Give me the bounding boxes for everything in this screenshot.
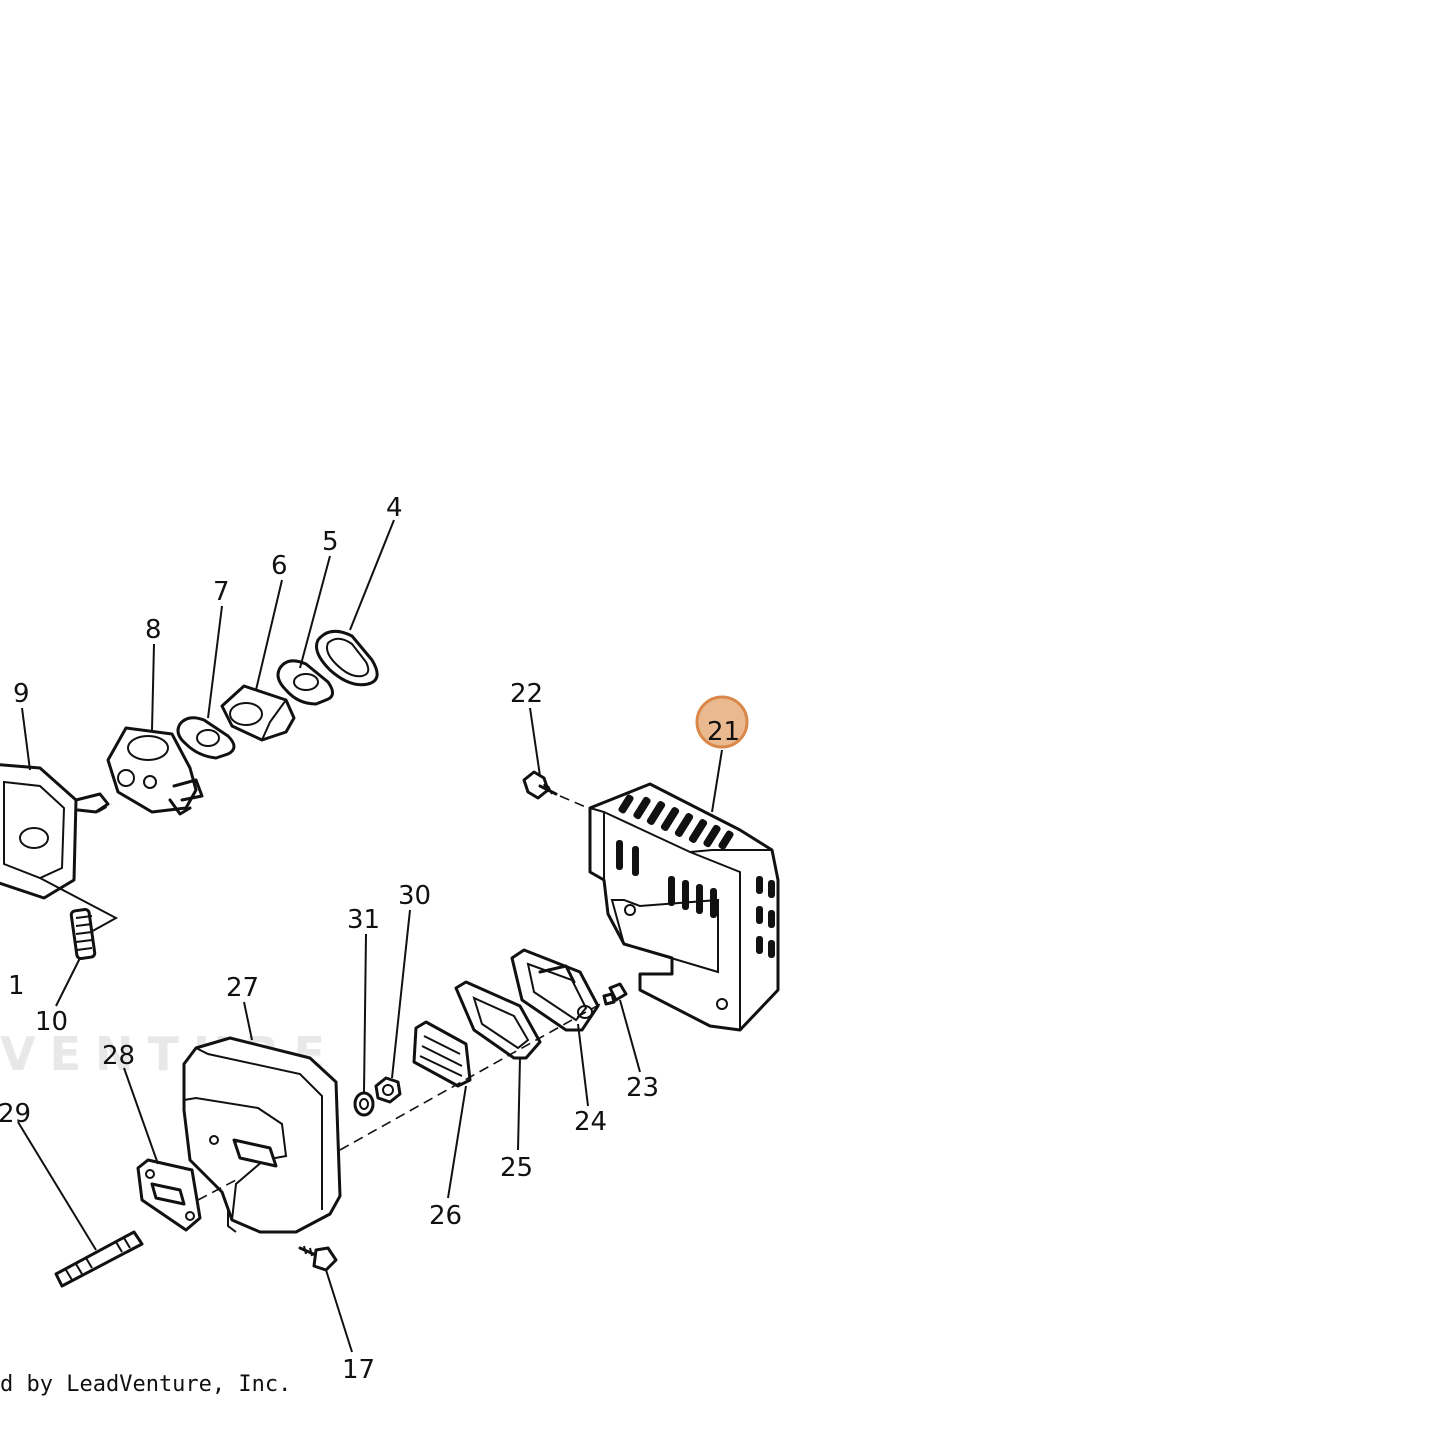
callout-5[interactable]: 5 <box>322 527 339 557</box>
assembly-line-intake <box>97 803 113 813</box>
assembly-line-exhaust <box>339 1001 605 1151</box>
part-8-carburetor <box>106 726 204 816</box>
callout-1[interactable]: 1 <box>8 971 25 1001</box>
part-22-bolt <box>522 770 589 809</box>
part-6-insulator <box>220 684 296 742</box>
callout-29[interactable]: 29 <box>0 1099 31 1129</box>
highlight-circle-21 <box>695 695 749 749</box>
part-25-gasket <box>454 980 542 1060</box>
callout-31[interactable]: 31 <box>347 905 380 935</box>
part-5-gasket <box>276 659 334 706</box>
part-27-muffler <box>182 1036 342 1234</box>
callout-30[interactable]: 30 <box>398 881 431 911</box>
callout-25[interactable]: 25 <box>500 1153 533 1183</box>
part-23-screw <box>602 982 628 1006</box>
leader-lines <box>17 519 723 1353</box>
callout-23[interactable]: 23 <box>626 1073 659 1103</box>
callout-17[interactable]: 17 <box>342 1355 375 1385</box>
assembly-line-gasket <box>197 1179 237 1201</box>
callout-7[interactable]: 7 <box>213 577 230 607</box>
cover-vent-slots-front <box>616 840 717 918</box>
callout-24[interactable]: 24 <box>574 1107 607 1137</box>
part-10-stud <box>69 907 97 961</box>
callout-6[interactable]: 6 <box>271 551 288 581</box>
callout-9[interactable]: 9 <box>13 679 30 709</box>
part-7-gasket <box>176 716 236 760</box>
callout-27[interactable]: 27 <box>226 973 259 1003</box>
callout-22[interactable]: 22 <box>510 679 543 709</box>
part-28-gasket <box>136 1158 202 1232</box>
part-17-bolt <box>298 1245 338 1272</box>
part-21-muffler-cover <box>588 782 780 1032</box>
part-26-screen <box>412 1020 472 1088</box>
part-30-nut <box>374 1076 402 1104</box>
part-4-gasket <box>315 629 379 687</box>
copyright-text: d by LeadVenture, Inc. <box>0 1372 292 1397</box>
callout-28[interactable]: 28 <box>102 1041 135 1071</box>
callout-8[interactable]: 8 <box>145 615 162 645</box>
cover-vent-slots-side <box>756 876 775 958</box>
callout-26[interactable]: 26 <box>429 1201 462 1231</box>
part-31-washer <box>353 1091 375 1117</box>
part-29-stud-bolt <box>54 1230 144 1288</box>
callout-4[interactable]: 4 <box>386 493 403 523</box>
callout-21[interactable]: 21 <box>707 717 740 747</box>
cover-vent-slots-top <box>618 794 734 850</box>
part-9-air-cleaner-base <box>0 763 119 939</box>
callout-10[interactable]: 10 <box>35 1007 68 1037</box>
